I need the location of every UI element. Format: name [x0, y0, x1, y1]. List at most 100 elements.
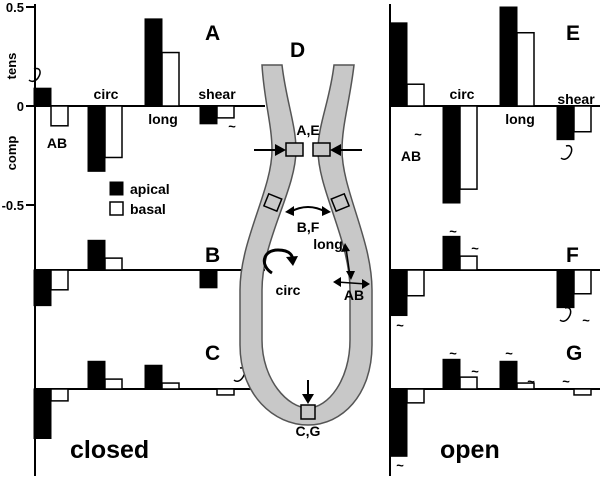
legend-basal-swatch — [109, 201, 124, 216]
panel-a-bars — [33, 18, 235, 172]
bar-a-shear-apical — [199, 105, 218, 125]
site-bf-right-box — [330, 192, 351, 213]
panel-c-letter: C — [205, 342, 220, 365]
panel-b-letter: B — [205, 244, 220, 267]
bar-a-shear-basal — [216, 105, 235, 119]
panel-g-letter: G — [566, 342, 582, 365]
panel-b: B — [33, 239, 265, 307]
bar-c-ab-basal — [50, 388, 69, 402]
panel-f-circ-basal-mark: ~ — [471, 241, 479, 256]
panel-g-circ-mark: ~ — [449, 346, 457, 361]
ab-arrowhead-left — [333, 277, 341, 287]
panel-g-shear-mark: ~ — [562, 374, 570, 389]
bar-e-circ-basal — [459, 105, 478, 190]
bar-g-ab-basal — [406, 388, 425, 404]
bar-f-ab-basal — [406, 269, 425, 297]
bar-c-shear-basal — [216, 388, 235, 396]
bar-c-long-basal — [161, 382, 180, 390]
legend-apical-swatch — [109, 181, 124, 196]
panel-g-long-basal-mark: ~ — [527, 374, 535, 389]
heart-tube-shape — [239, 64, 373, 426]
y-tick-top-label: 0.5 — [6, 0, 24, 15]
site-ae-label: A,E — [296, 122, 319, 138]
site-bf-arrowhead-left — [285, 206, 294, 216]
long-arrowhead-down — [346, 271, 355, 280]
panel-g-bars — [389, 358, 592, 457]
ab-arrow — [336, 281, 367, 285]
bar-e-ab-apical — [389, 22, 408, 107]
panel-g-long-mark: ~ — [505, 346, 513, 361]
y-tick-bottom-label: -0.5 — [2, 198, 24, 213]
panel-b-bars — [33, 239, 218, 307]
bar-e-shear-apical — [556, 105, 575, 141]
panel-f-letter: F — [566, 244, 579, 267]
panel-f-bars — [389, 235, 592, 317]
ab-arrowhead-right — [362, 279, 370, 289]
panel-d-letter: D — [290, 39, 305, 62]
panel-g-ab-mark: ~ — [396, 458, 404, 473]
panel-e-ab-mark: ~ — [414, 127, 422, 142]
bar-f-circ-basal — [459, 255, 478, 271]
category-label-long: long — [505, 111, 535, 127]
bar-b-ab-basal — [50, 269, 69, 291]
site-ae-right-box — [312, 142, 331, 157]
category-label-shear: shear — [557, 91, 595, 107]
bar-e-ab-basal — [406, 83, 425, 107]
site-ae-left-box — [285, 142, 304, 157]
panel-a-ab-squiggle — [28, 67, 41, 83]
site-cg-arrowhead — [302, 394, 314, 404]
bar-a-long-basal — [161, 51, 180, 107]
panel-g: G ~ ~ ~ ~ ~ ~ — [389, 342, 600, 473]
legend: apical basal — [109, 181, 170, 217]
circ-arrow — [262, 248, 294, 275]
compress-arrowhead-left — [275, 144, 286, 156]
panel-e: E AB circ long shear ~ — [389, 6, 600, 204]
bar-f-ab-apical — [389, 269, 408, 317]
category-label-long: long — [148, 111, 178, 127]
long-arrowhead-up — [341, 243, 350, 252]
bar-f-shear-basal — [573, 269, 592, 295]
bar-g-long-basal — [516, 382, 535, 390]
bar-e-shear-basal — [573, 105, 592, 133]
bar-c-long-apical — [144, 364, 163, 390]
panel-a-shear-mark: ~ — [228, 119, 236, 134]
bar-c-ab-apical — [33, 388, 52, 439]
bar-e-circ-apical — [442, 105, 461, 204]
bar-g-circ-basal — [459, 376, 478, 390]
category-label-circ: circ — [94, 86, 119, 102]
panel-a: A AB circ long shear ~ — [28, 18, 265, 172]
panel-f-shear-mark: ~ — [582, 313, 590, 328]
direction-circ-label: circ — [276, 282, 301, 298]
bar-b-circ-basal — [104, 257, 123, 271]
site-bf-left-box — [262, 192, 283, 213]
bar-g-shear-basal — [573, 388, 592, 396]
bar-a-long-apical — [144, 18, 163, 107]
panel-c: C — [33, 342, 265, 439]
bar-g-circ-apical — [442, 358, 461, 390]
bar-b-shear-apical — [199, 269, 218, 289]
y-axis-label-comp: comp — [4, 136, 19, 171]
panel-f-ab-mark: ~ — [396, 318, 404, 333]
site-bf-label: B,F — [297, 219, 320, 235]
panel-a-letter: A — [205, 22, 220, 45]
site-cg-box — [300, 404, 316, 420]
panel-f-circ-mark: ~ — [449, 224, 457, 239]
legend-apical-label: apical — [130, 181, 170, 197]
direction-long-label: long — [313, 236, 343, 252]
bar-a-ab-apical — [33, 87, 52, 107]
bar-b-ab-apical — [33, 269, 52, 307]
category-label-ab: AB — [401, 148, 421, 164]
site-bf-arc — [289, 206, 327, 213]
diagram-d: D A,E B,F long AB circ C,G — [239, 39, 373, 439]
direction-ab-label: AB — [344, 287, 364, 303]
panel-e-shear-squiggle — [560, 144, 573, 160]
bar-f-shear-apical — [556, 269, 575, 309]
open-label: open — [440, 436, 500, 464]
bar-e-long-apical — [499, 6, 518, 107]
site-bf-arrowhead-right — [322, 206, 331, 216]
category-label-shear: shear — [198, 86, 236, 102]
compress-arrowhead-right — [330, 144, 341, 156]
legend-basal-label: basal — [130, 201, 166, 217]
category-label-ab: AB — [47, 135, 67, 151]
